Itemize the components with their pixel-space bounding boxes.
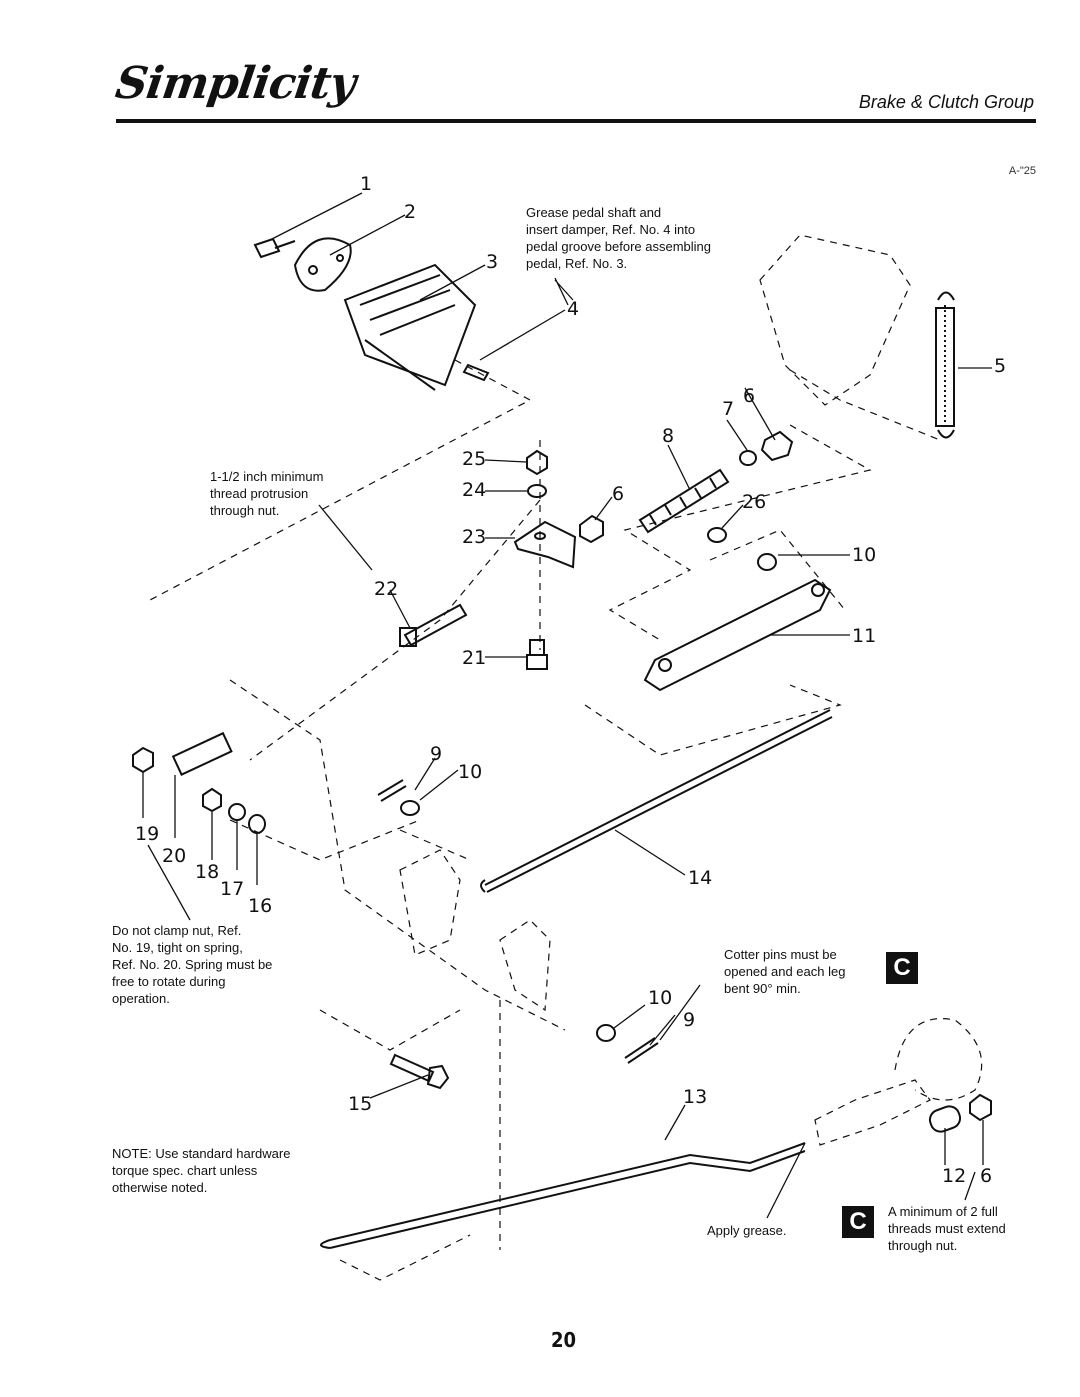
part-24-lockwasher bbox=[527, 484, 547, 498]
part-19-nut bbox=[132, 746, 154, 774]
note-apply-grease: Apply grease. bbox=[707, 1223, 787, 1238]
ref-3: 3 bbox=[486, 251, 498, 273]
part-11-link bbox=[643, 578, 832, 692]
part-14-rod bbox=[480, 709, 833, 893]
note-hardware: NOTE: Use standard hardware torque spec.… bbox=[112, 1146, 291, 1195]
part-1-screw bbox=[253, 237, 296, 259]
ref-9a: 9 bbox=[430, 743, 442, 765]
part-9-cotter-a bbox=[377, 779, 407, 802]
part-13-rod bbox=[320, 1142, 806, 1249]
ref-22: 22 bbox=[374, 578, 398, 600]
part-3-pedal bbox=[343, 263, 477, 391]
ref-21: 21 bbox=[462, 647, 486, 669]
part-7-washer bbox=[739, 450, 757, 466]
ref-1: 1 bbox=[360, 173, 372, 195]
part-5-spring bbox=[935, 291, 955, 439]
ref-6a: 6 bbox=[743, 385, 755, 407]
part-26-washer bbox=[707, 527, 727, 543]
part-8-rod bbox=[638, 468, 730, 534]
part-6-nut-b bbox=[579, 514, 604, 544]
header-rule bbox=[116, 119, 1036, 123]
c-badge-top: C bbox=[886, 952, 918, 984]
assembly-dashed-lines bbox=[149, 359, 941, 1281]
clutch-spring-lever bbox=[814, 1018, 983, 1146]
c-badge-bottom: C bbox=[842, 1206, 874, 1238]
section-title: Brake & Clutch Group bbox=[858, 92, 1034, 112]
part-12-bushing bbox=[928, 1105, 962, 1133]
reference-numbers: 1 2 3 4 5 6 7 8 6 26 25 24 23 22 21 10 1… bbox=[135, 173, 1006, 1187]
ref-26: 26 bbox=[742, 491, 766, 513]
part-23-bracket bbox=[513, 520, 577, 569]
ref-17: 17 bbox=[220, 878, 244, 900]
ref-24: 24 bbox=[462, 479, 486, 501]
note-thread-protrusion: 1-1/2 inch minimum thread protrusion thr… bbox=[210, 469, 324, 518]
ref-20: 20 bbox=[162, 845, 186, 867]
shaft-bracket-b bbox=[499, 919, 551, 1012]
note-two-threads: A minimum of 2 full threads must extend … bbox=[888, 1204, 1006, 1253]
ref-4: 4 bbox=[567, 298, 579, 320]
ref-6b: 6 bbox=[612, 483, 624, 505]
part-10-washer-b bbox=[400, 800, 420, 816]
ref-11: 11 bbox=[852, 625, 876, 647]
pedal-bracket bbox=[759, 234, 911, 406]
shaft-bracket-a bbox=[399, 849, 461, 956]
pedal-shaft bbox=[229, 679, 566, 1031]
part-9-cotter-b bbox=[624, 1037, 659, 1064]
part-2-plate bbox=[293, 237, 352, 292]
figure-code: A-"25 bbox=[1008, 165, 1036, 177]
ref-9b: 9 bbox=[683, 1009, 695, 1031]
note-grease-pedal: Grease pedal shaft and insert damper, Re… bbox=[526, 205, 712, 271]
ref-12: 12 bbox=[942, 1165, 966, 1187]
ref-10c: 10 bbox=[648, 987, 672, 1009]
ref-7: 7 bbox=[722, 398, 734, 420]
ref-18: 18 bbox=[195, 861, 219, 883]
ref-15: 15 bbox=[348, 1093, 372, 1115]
part-25-nut bbox=[526, 449, 548, 476]
ref-19: 19 bbox=[135, 823, 159, 845]
note-clamp-nut: Do not clamp nut, Ref. No. 19, tight on … bbox=[112, 923, 273, 1006]
part-15-bolt bbox=[389, 1053, 450, 1090]
part-10-washer-c bbox=[596, 1024, 616, 1042]
part-22-eyebolt bbox=[399, 603, 468, 647]
ref-6c: 6 bbox=[980, 1165, 992, 1187]
page-number: 20 bbox=[551, 1328, 577, 1352]
ref-8: 8 bbox=[662, 425, 674, 447]
part-21-bolt bbox=[526, 639, 548, 670]
note-cotter-pins: Cotter pins must be opened and each leg … bbox=[724, 947, 846, 996]
ref-16: 16 bbox=[248, 895, 272, 917]
ref-2: 2 bbox=[404, 201, 416, 223]
part-6-nut-a bbox=[760, 430, 794, 462]
ref-10b: 10 bbox=[458, 761, 482, 783]
leader-lines bbox=[142, 192, 992, 1219]
ref-13: 13 bbox=[683, 1086, 707, 1108]
part-4-damper bbox=[462, 363, 490, 382]
ref-5: 5 bbox=[994, 355, 1006, 377]
part-6-nut-c bbox=[969, 1093, 992, 1122]
ref-10a: 10 bbox=[852, 544, 876, 566]
ref-23: 23 bbox=[462, 526, 486, 548]
part-10-washer-a bbox=[757, 553, 777, 571]
ref-14: 14 bbox=[688, 867, 712, 889]
part-20-spring bbox=[171, 731, 233, 776]
ref-25: 25 bbox=[462, 448, 486, 470]
